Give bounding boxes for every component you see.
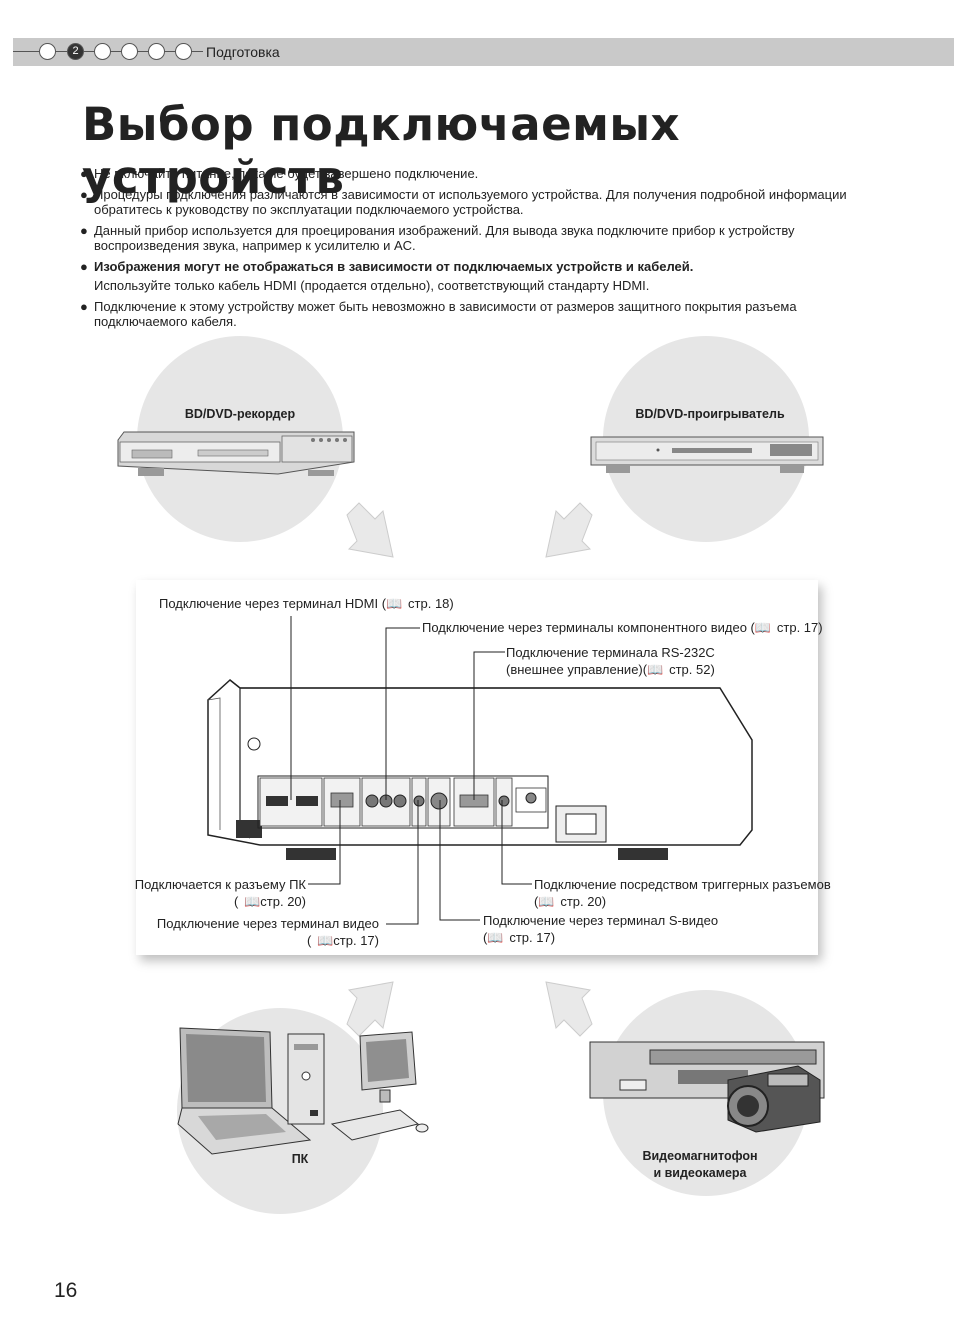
trigger-page-ref: стр. 20) <box>560 894 607 909</box>
rs232-page-ref: стр. 52) <box>669 662 715 677</box>
svideo-page-ref: стр. 17) <box>509 930 556 945</box>
projector-rear-icon <box>207 679 753 860</box>
chapter-number: 2 <box>72 45 79 57</box>
book-icon: 📖 <box>386 596 403 611</box>
book-icon: 📖 <box>538 894 555 909</box>
note-item: ● Процедуры подключения различаются в зав… <box>80 187 880 217</box>
video-line1: Подключение через терминал видео <box>156 916 379 931</box>
chapter-dot-5 <box>148 43 165 60</box>
bullet: ● <box>80 299 88 314</box>
trigger-line1: Подключение посредством триггерных разъе… <box>534 877 831 892</box>
note-text: Используйте только кабель HDMI (продаетс… <box>94 278 650 293</box>
bd-player-label: BD/DVD-проигрыватель <box>635 407 785 421</box>
bd-recorder-label: BD/DVD-рекордер <box>184 407 296 421</box>
vcr-label-line1: Видеомагнитофон <box>642 1149 758 1163</box>
section-title: Подготовка <box>206 44 280 60</box>
rs232-caption: Подключение терминала RS-232C (внешнее уп… <box>506 644 715 678</box>
pc-icon <box>177 1027 429 1155</box>
bd-player-icon <box>590 436 824 473</box>
note-text: Не включайте питание, пока не будет заве… <box>94 166 479 181</box>
page-title: Выбор подключаемых устройств <box>82 98 681 204</box>
svideo-caption: Подключение через терминал S-видео(📖стр.… <box>483 913 719 945</box>
bd-recorder-icon <box>117 431 355 476</box>
arrow-up-left-icon <box>545 981 593 1037</box>
pc-caption: Подключается к разъему ПК(📖стр. 20) <box>118 876 306 910</box>
hdmi-page-ref: стр. 18) <box>408 596 454 611</box>
rs232-line2: (внешнее управление)( <box>506 662 648 677</box>
chapter-dot-6 <box>175 43 192 60</box>
chapter-dot-1 <box>39 43 56 60</box>
book-icon: 📖 <box>487 930 504 945</box>
book-icon: 📖 <box>244 894 261 909</box>
svideo-line1: Подключение через терминал S-видео <box>483 913 719 928</box>
component-caption: Подключение через терминалы компонентног… <box>422 619 823 636</box>
vcr-camcorder-icon <box>589 1041 825 1133</box>
pc-page-ref: стр. 20) <box>260 894 306 909</box>
page-number: 16 <box>54 1279 78 1302</box>
video-caption: Подключение через терминал видео(📖стр. 1… <box>139 915 379 949</box>
bullet: ● <box>80 166 88 181</box>
pc-line1: Подключается к разъему ПК <box>134 877 306 892</box>
book-icon: 📖 <box>647 662 664 677</box>
pc-label: ПК <box>291 1152 309 1166</box>
bullet: ● <box>80 259 88 274</box>
rs232-line1: Подключение терминала RS-232C <box>506 645 715 660</box>
chapter-dot-4 <box>121 43 138 60</box>
video-page-ref: стр. 17) <box>333 933 379 948</box>
arrow-up-right-icon <box>346 981 394 1037</box>
note-text: Изображения могут не отображаться в зави… <box>94 259 694 274</box>
chapter-dot-active: 2 <box>67 43 84 60</box>
chapter-header: 2 Подготовка <box>13 38 954 66</box>
note-item: ● Не включайте питание, пока не будет зав… <box>80 166 880 181</box>
arrow-down-right-icon <box>346 502 394 558</box>
hdmi-caption: Подключение через терминал HDMI (📖 стр. 1… <box>159 595 454 612</box>
component-page-ref: стр. 17) <box>776 620 823 635</box>
note-subtext: Используйте только кабель HDMI (продаетс… <box>80 278 880 293</box>
trigger-caption: Подключение посредством триггерных разъе… <box>534 877 831 909</box>
vcr-label: Видеомагнитофон и видеокамера <box>610 1148 790 1182</box>
note-item: ● Подключение к этому устройству может бы… <box>80 299 880 329</box>
arrow-down-left-icon <box>545 502 593 558</box>
bullet: ● <box>80 187 88 202</box>
note-text: Подключение к этому устройству может быт… <box>94 299 797 329</box>
book-icon: 📖 <box>317 933 334 948</box>
note-item: ● Данный прибор используется для проециро… <box>80 223 880 253</box>
chapter-dot-3 <box>94 43 111 60</box>
notes-list: ● Не включайте питание, пока не будет зав… <box>80 166 880 335</box>
vcr-label-line2: и видеокамера <box>653 1166 747 1180</box>
note-text: Данный прибор используется для проециров… <box>94 223 795 253</box>
book-icon: 📖 <box>754 620 772 635</box>
note-text: Процедуры подключения различаются в зави… <box>94 187 847 217</box>
component-caption-text: Подключение через терминалы компонентног… <box>422 620 755 635</box>
hdmi-caption-text: Подключение через терминал HDMI ( <box>159 596 387 611</box>
bullet: ● <box>80 223 88 238</box>
note-item-bold: ● Изображения могут не отображаться в зав… <box>80 259 880 274</box>
